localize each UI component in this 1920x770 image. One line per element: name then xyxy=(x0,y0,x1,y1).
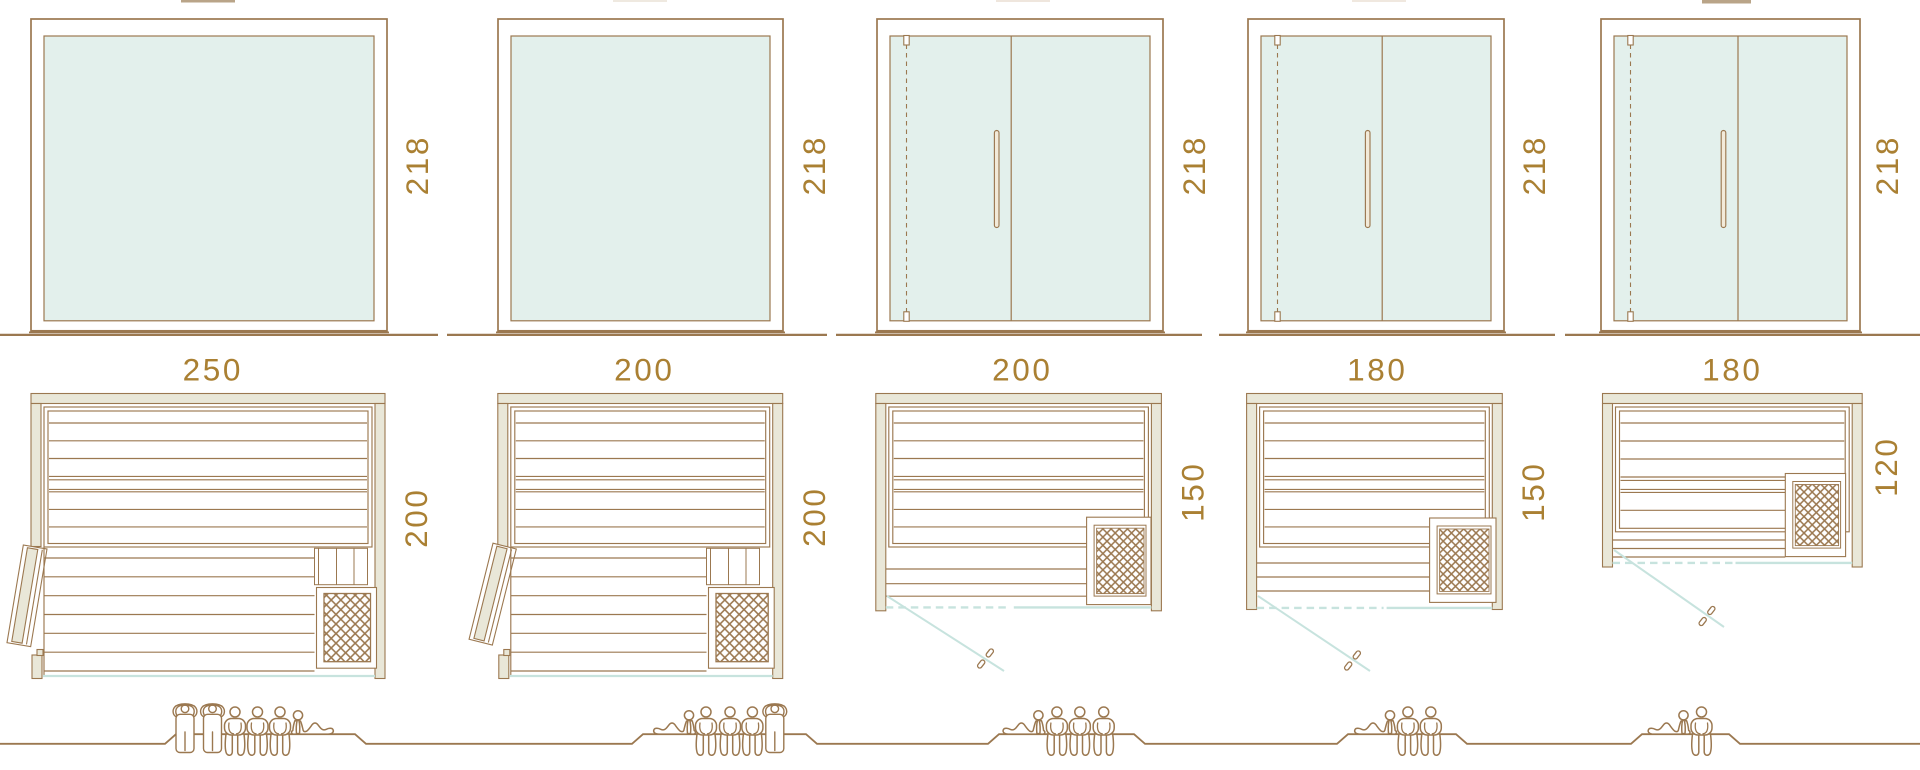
svg-text:200: 200 xyxy=(796,487,832,547)
svg-text:218: 218 xyxy=(399,135,435,195)
svg-text:250: 250 xyxy=(183,352,243,388)
svg-text:218: 218 xyxy=(1869,135,1905,195)
svg-text:180: 180 xyxy=(1702,352,1762,388)
svg-text:120: 120 xyxy=(1868,437,1904,497)
svg-text:200: 200 xyxy=(398,488,434,548)
svg-text:218: 218 xyxy=(796,135,832,195)
svg-text:200: 200 xyxy=(614,352,674,388)
svg-text:218: 218 xyxy=(1516,135,1552,195)
svg-text:150: 150 xyxy=(1515,462,1551,522)
svg-text:200: 200 xyxy=(992,352,1052,388)
svg-text:150: 150 xyxy=(1175,462,1211,522)
svg-text:180: 180 xyxy=(1347,352,1407,388)
svg-text:218: 218 xyxy=(1176,135,1212,195)
